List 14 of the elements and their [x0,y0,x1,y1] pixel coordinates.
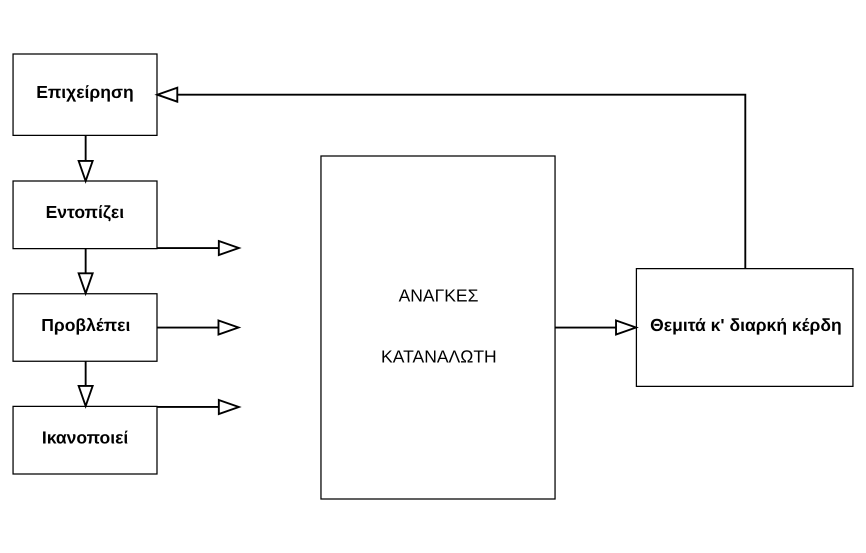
node-box: Επιχείρηση [12,53,158,136]
arrow [77,135,94,184]
arrow [157,240,242,256]
arrow [154,86,746,268]
arrow [555,319,639,336]
arrow [157,319,242,336]
node-box: Ικανοποιεί [12,406,158,475]
arrow [77,248,94,296]
node-box: Θεμιτά κ' διαρκή κέρδη [636,268,854,387]
node-box: ΑΝΑΓΚΕΣ ΚΑΤΑΝΑΛΩΤΗ [320,155,556,500]
node-box: Εντοπίζει [12,180,158,250]
arrow [77,361,94,409]
node-box: Προβλέπει [12,293,158,362]
arrow [157,398,242,416]
